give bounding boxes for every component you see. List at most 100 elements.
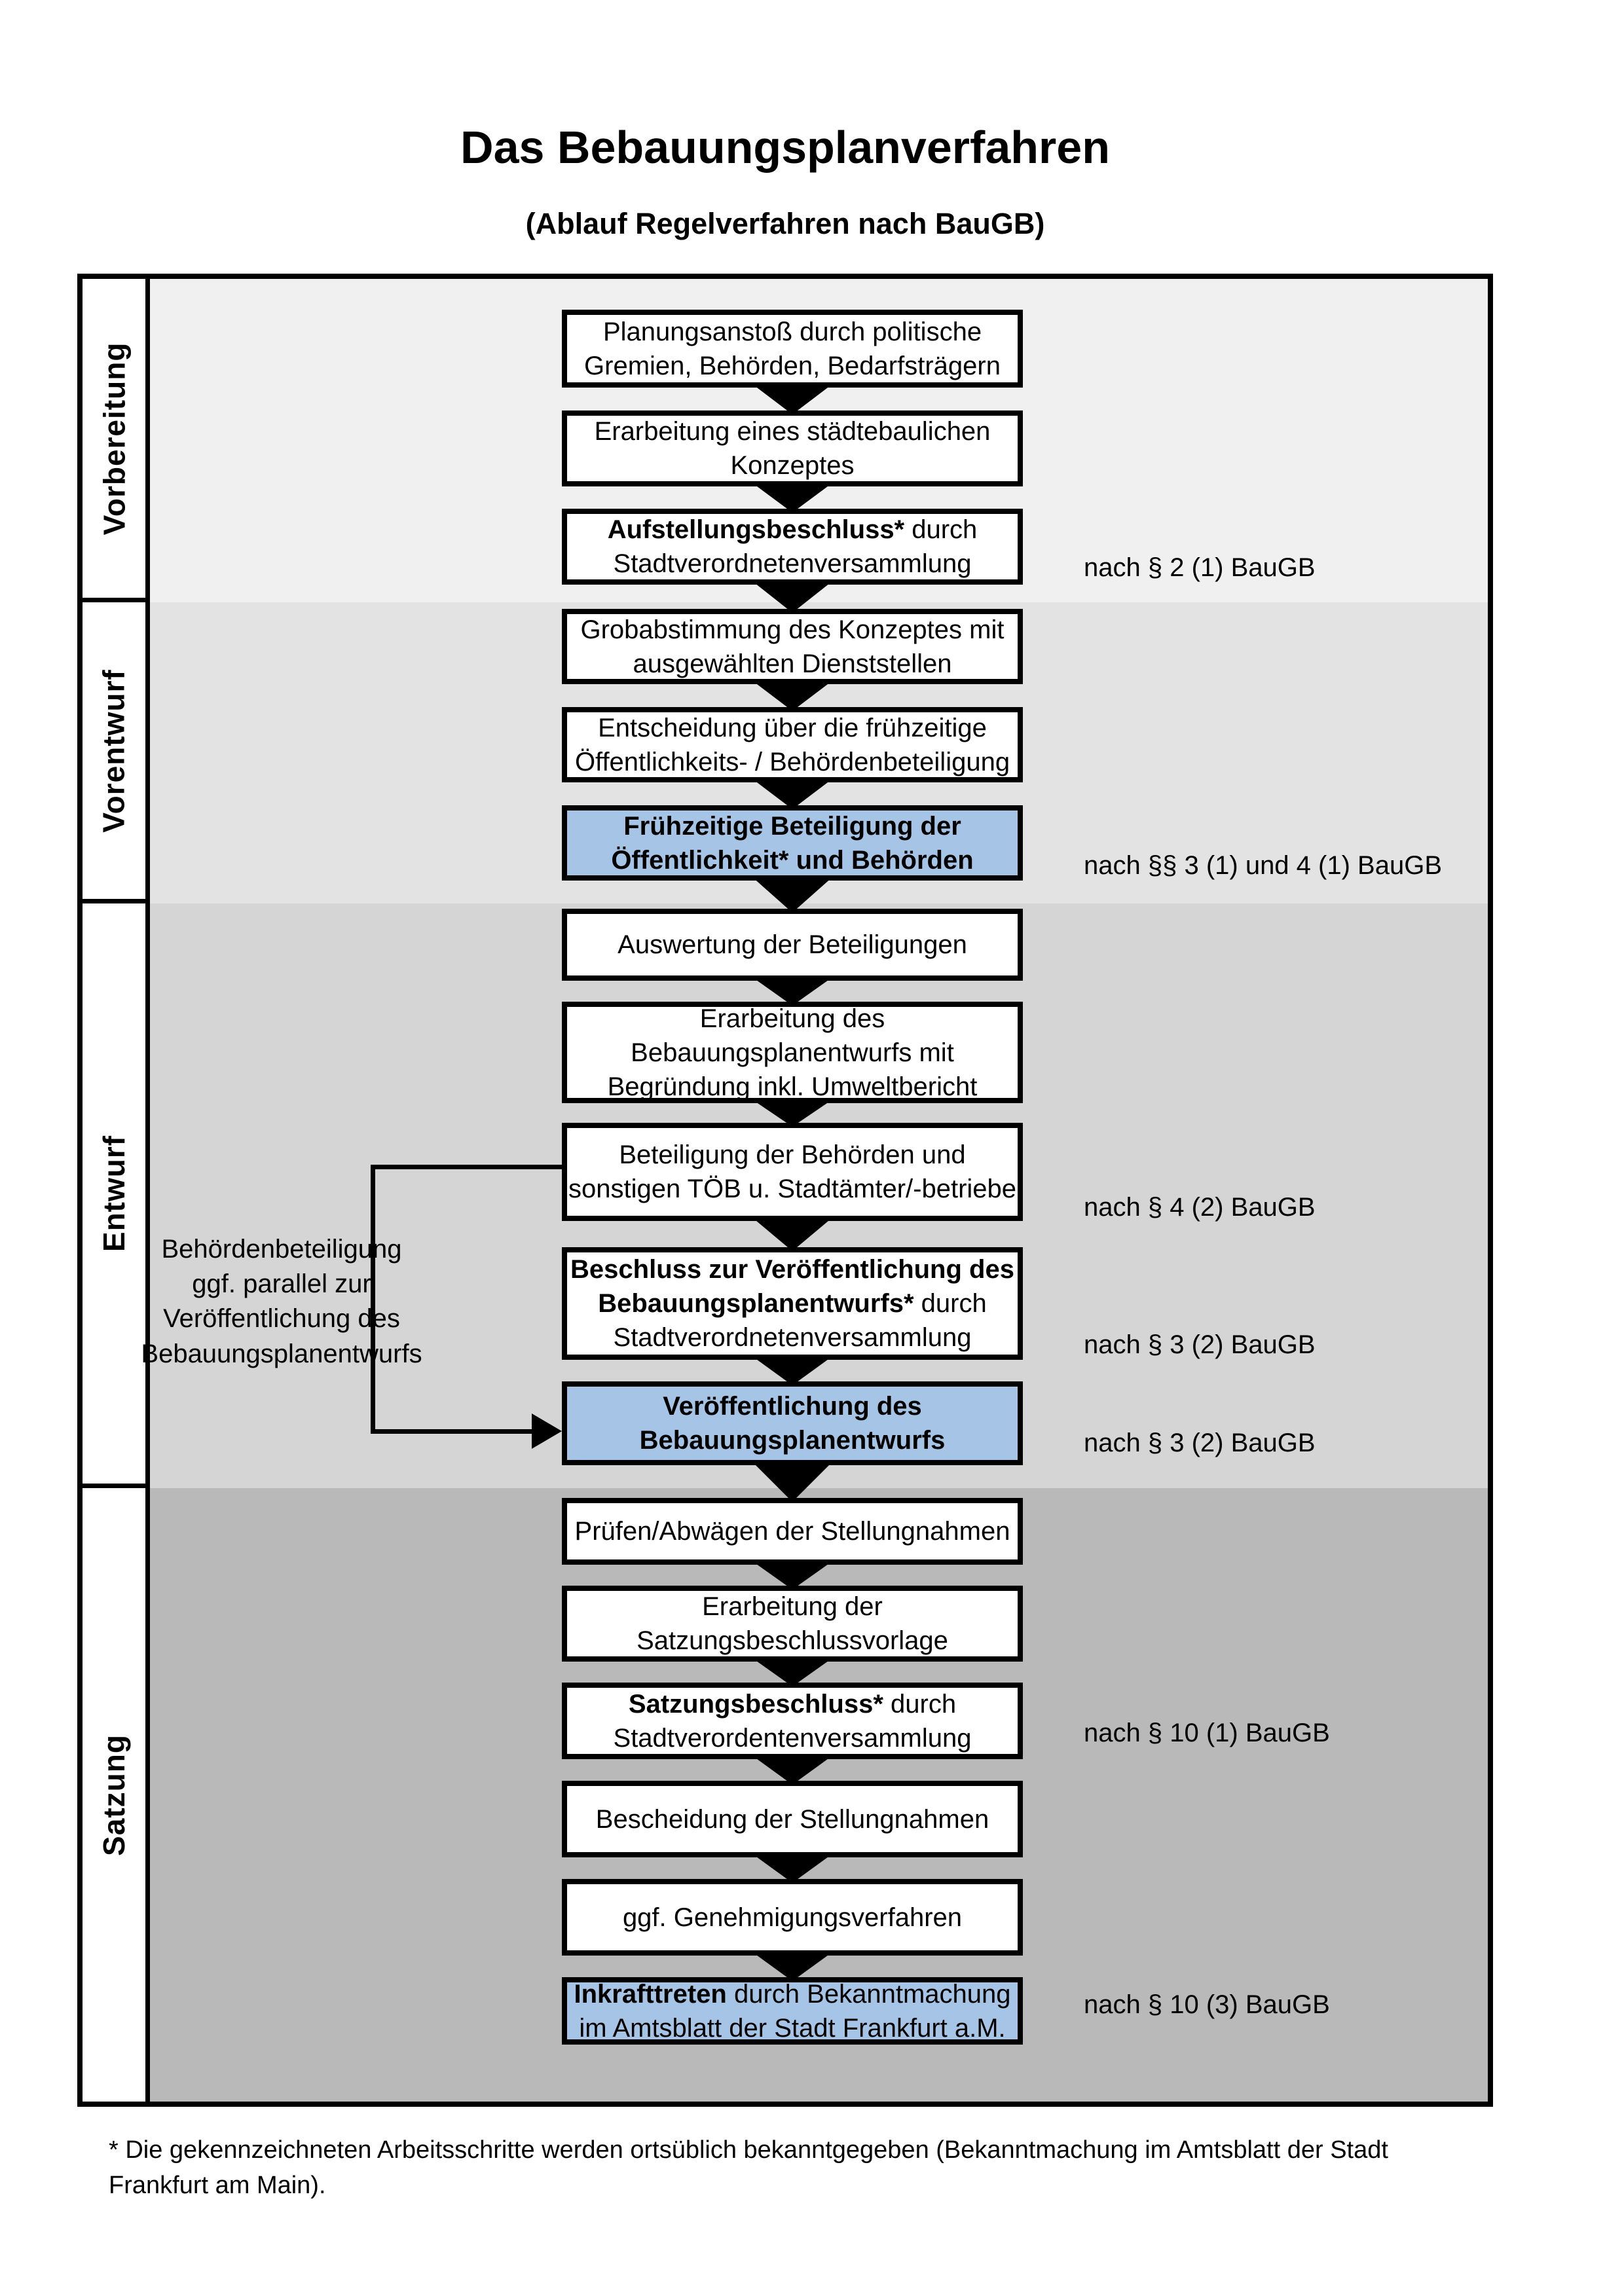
box-text: Prüfen/Abwägen der Stellungnahmen [574,1517,1010,1546]
box-line: Öffentlichkeit* und Behörden [611,843,973,877]
box-line: Prüfen/Abwägen der Stellungnahmen [575,1514,1010,1548]
flow-arrow-icon [752,1217,833,1251]
box-line: Aufstellungsbeschluss* durch [608,513,978,547]
connector-arrowhead-icon [532,1413,562,1449]
box-text: Gremien, Behörden, Bedarfsträgern [584,351,1001,380]
box-line: Öffentlichkeits- / Behördenbeteiligung [575,745,1010,779]
flow-arrow-icon [752,1658,833,1686]
box-text: Bebauungsplanentwurfs* [598,1289,914,1318]
box-text: Konzeptes [730,451,855,480]
box-text: sonstigen TÖB u. Stadtämter/-betriebe [568,1175,1017,1203]
box-text: durch [913,1289,987,1318]
process-box-15: Bescheidung der Stellungnahmen [562,1781,1023,1857]
box-text: durch [883,1689,957,1719]
box-text: Öffentlichkeit* und Behörden [611,845,974,875]
flow-arrow-icon [752,581,833,613]
legal-note-1: nach § 2 (1) BauGB [1084,553,1316,582]
box-line: Konzeptes [730,448,854,483]
box-text: Aufstellungsbeschluss* [607,515,905,544]
box-text: Erarbeitung eines städtebaulichen [594,417,991,446]
box-line: Erarbeitung eines städtebaulichen [595,414,991,448]
box-text: Stadtverordnetenversammlung [613,1323,972,1352]
box-text: Stadtverordnetenversammlung [613,549,972,578]
legal-note-6: nach § 10 (1) BauGB [1084,1719,1330,1747]
box-line: ausgewählten Dienststellen [633,647,952,681]
box-line: Satzungsbeschluss* durch [629,1687,956,1721]
connector-line-top [371,1165,562,1169]
flow-arrow-icon [752,1099,833,1127]
box-line: Auswertung der Beteiligungen [618,928,967,962]
box-line: Grobabstimmung des Konzeptes mit [581,613,1005,647]
box-line: Begründung inkl. Umweltbericht [608,1070,978,1104]
box-text: durch [904,515,978,544]
process-box-4: Grobabstimmung des Konzeptes mit ausgewäh… [562,609,1023,684]
flow-arrow-icon [752,1952,833,1981]
diagram-frame [77,274,1493,2107]
flow-arrow-icon [752,1356,833,1385]
process-box-9: Beteiligung der Behörden und sonstigen TÖ… [562,1123,1023,1221]
flow-arrow-icon [752,384,833,414]
connector-line-bottom [371,1429,536,1434]
flow-arrow-icon [752,1561,833,1590]
box-line: Gremien, Behörden, Bedarfsträgern [584,349,1001,383]
box-text: Erarbeitung der [702,1592,883,1621]
box-text: Satzungsbeschluss* [628,1689,883,1719]
parallel-annotation-line: Veröffentlichung des [163,1304,400,1334]
legal-note-7: nach § 10 (3) BauGB [1084,1990,1330,2019]
box-text: Veröffentlichung des [663,1392,922,1421]
parallel-annotation-line: Bebauungsplanentwurfs [141,1339,422,1368]
footnote: * Die gekennzeichneten Arbeitsschritte w… [109,2136,1388,2199]
box-text: Begründung inkl. Umweltbericht [607,1072,978,1101]
box-line: Beschluss zur Veröffentlichung des [570,1252,1014,1286]
phase-label-cell-entwurf: Entwurf [83,903,150,1488]
box-line: Bebauungsplanentwurfs [640,1423,946,1457]
box-text: Beschluss zur Veröffentlichung des [570,1255,1014,1284]
box-text: ausgewählten Dienststellen [633,649,952,678]
flow-arrow-icon [752,483,833,513]
box-line: Inkrafttreten durch Bekanntmachung [574,1977,1010,2011]
flow-arrow-icon [752,877,833,913]
box-line: ggf. Genehmigungsverfahren [623,1901,962,1935]
flow-arrow-icon [752,680,833,711]
flow-arrow-icon [752,1755,833,1785]
box-line: Stadtverordnetenversammlung [614,547,972,581]
box-text: Frühzeitige Beteiligung der [623,811,961,841]
box-text: Beteiligung der Behörden und [619,1140,966,1169]
box-text: Auswertung der Beteiligungen [618,930,967,959]
box-line: Beteiligung der Behörden und [619,1138,965,1172]
flow-arrow-icon [752,977,833,1006]
box-text: Grobabstimmung des Konzeptes mit [580,615,1005,644]
box-text: Bescheidung der Stellungnahmen [595,1804,989,1834]
flow-arrow-icon [752,1461,833,1502]
box-text: Stadtverordentenversammlung [613,1723,972,1753]
box-line: Stadtverordentenversammlung [614,1721,972,1755]
legal-note-2: nach §§ 3 (1) und 4 (1) BauGB [1084,851,1442,880]
box-line: Entscheidung über die frühzeitige [598,711,987,745]
process-box-7: Auswertung der Beteiligungen [562,909,1023,981]
box-text: im Amtsblatt der Stadt Frankfurt a.M. [579,2013,1006,2043]
flow-arrow-icon [752,1853,833,1883]
phase-label-cell-vorentwurf: Vorentwurf [83,602,150,903]
connector-line-vertical [371,1165,375,1434]
box-line: Planungsanstoß durch politische [603,315,982,349]
box-text: durch Bekanntmachung [726,1979,1011,2009]
box-line: Bebauungsplanentwurfs* durch [598,1286,986,1321]
box-text: Entscheidung über die frühzeitige [598,713,987,742]
phase-label-cell-vorbereitung: Vorbereitung [83,279,150,602]
box-line: Erarbeitung des [700,1002,885,1036]
box-line: Satzungsbeschlussvorlage [637,1624,948,1658]
box-line: im Amtsblatt der Stadt Frankfurt a.M. [579,2011,1005,2045]
page-title: Das Bebauungsplanverfahren [460,122,1110,173]
legal-note-5: nach § 3 (2) BauGB [1084,1429,1316,1457]
